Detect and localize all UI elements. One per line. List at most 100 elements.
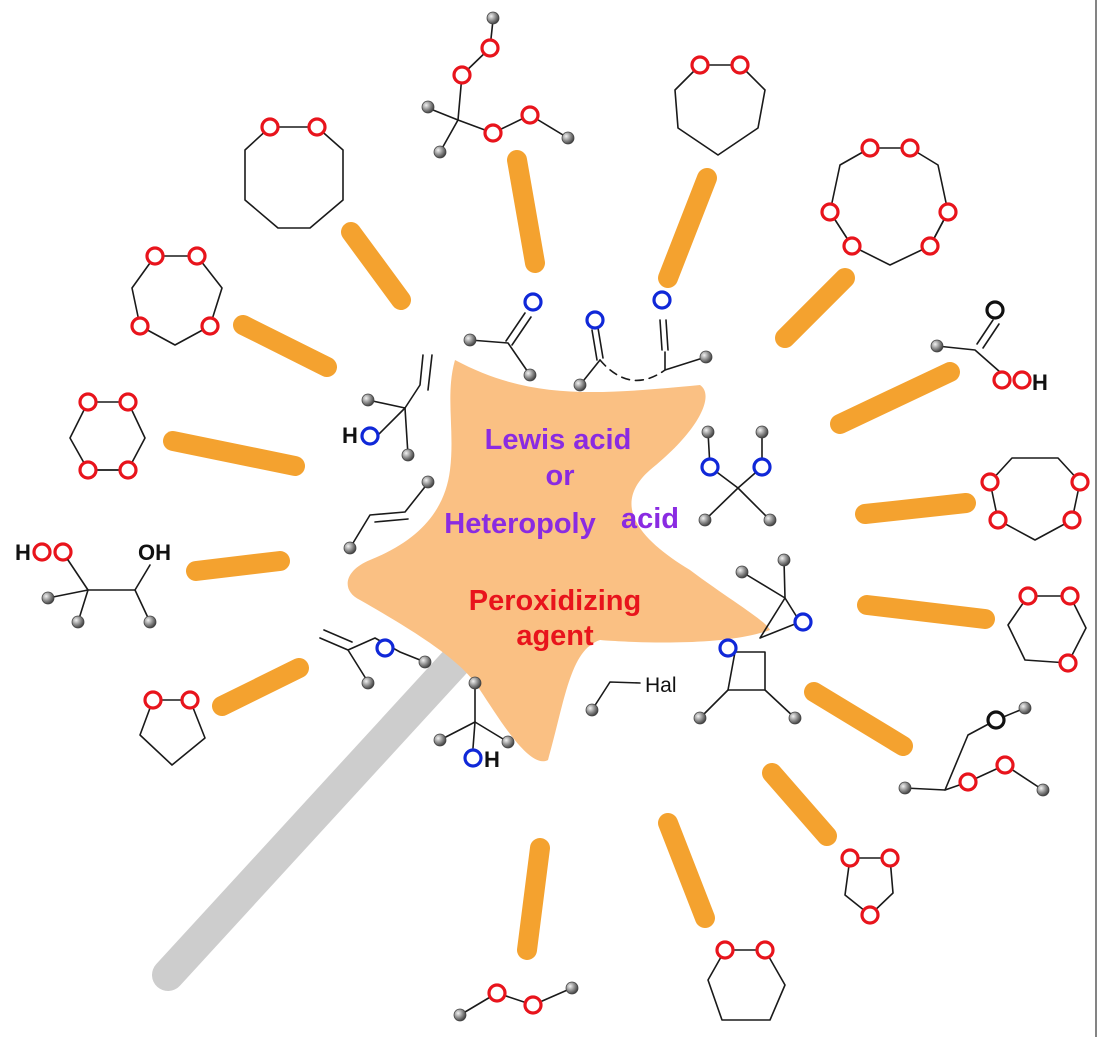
- dioxane-ring: [707, 940, 786, 1021]
- dioxocane-ring: [244, 117, 344, 229]
- hydroxyl-oxygen: [360, 426, 380, 446]
- peroxide-oxygen: [988, 510, 1008, 530]
- halogen-label: Hal: [645, 674, 677, 697]
- hydroxyl-label: OH: [138, 540, 171, 565]
- peroxide-oxygen: [53, 542, 73, 562]
- diketone-substrate: [573, 290, 713, 392]
- peroxide-oxygen: [145, 246, 165, 266]
- peroxide-oxygen: [900, 138, 920, 158]
- peroxide-oxygen: [32, 542, 52, 562]
- reagent-label-line2: agent: [516, 620, 594, 652]
- peroxide-oxygen: [880, 848, 900, 868]
- peroxide-oxygen: [755, 940, 775, 960]
- carbon-atom: [693, 711, 707, 725]
- wand-handle: [152, 632, 484, 991]
- peroxide-oxygen: [180, 690, 200, 710]
- ether-oxygen: [986, 710, 1006, 730]
- tetraoxepane-ring-left: [130, 246, 223, 346]
- peroxide-oxygen: [480, 38, 500, 58]
- ether-oxygen: [1058, 653, 1078, 673]
- catalyst-label-line3b: acid: [621, 503, 679, 535]
- peroxide-oxygen: [995, 755, 1015, 775]
- ray-5: [830, 362, 960, 434]
- carbon-atom: [930, 339, 944, 353]
- peroxide-oxygen: [483, 123, 503, 143]
- carbon-atom: [71, 615, 85, 629]
- peroxide-oxygen: [118, 460, 138, 480]
- peroxide-oxygen: [938, 202, 958, 222]
- carbon-atom: [143, 615, 157, 629]
- alkene-substrate: [343, 475, 435, 555]
- carbon-atom: [433, 145, 447, 159]
- catalyst-label-line1: Lewis acid: [485, 424, 632, 456]
- carbon-atom: [418, 655, 432, 669]
- ray-3: [658, 168, 717, 288]
- carbon-atom: [361, 393, 375, 407]
- peroxide-oxygen: [520, 105, 540, 125]
- carbon-atom: [41, 591, 55, 605]
- carbon-atom: [433, 733, 447, 747]
- ray-15: [233, 315, 337, 377]
- ray-13: [186, 551, 290, 581]
- ether-oxygen: [752, 457, 772, 477]
- hydroxyl-hydrogen-label: H: [1032, 370, 1048, 395]
- ray-11: [517, 838, 550, 960]
- ray-4: [775, 268, 855, 348]
- peroxide-oxygen: [730, 55, 750, 75]
- peroxide-oxygen: [980, 472, 1000, 492]
- carbon-atom: [565, 981, 579, 995]
- carbon-atom: [585, 703, 599, 717]
- peroxide-oxygen: [1070, 472, 1090, 492]
- carbonyl-oxygen: [523, 292, 543, 312]
- carbon-atom: [486, 11, 500, 25]
- carbon-atom: [463, 333, 477, 347]
- carbonyl-oxygen: [985, 300, 1005, 320]
- tetraoxane-ring: [69, 392, 146, 480]
- tertiary-alcohol-hydrogen-bottom: H: [484, 747, 500, 772]
- carbon-atom: [1036, 783, 1050, 797]
- carbonyl-oxygen: [652, 290, 672, 310]
- peroxide-oxygen: [1062, 510, 1082, 530]
- peroxide-oxygen: [690, 55, 710, 75]
- peroxide-oxygen: [920, 236, 940, 256]
- dioxepane-ring: [674, 55, 766, 156]
- trioxolane-ring: [840, 848, 900, 925]
- tertiary-alcohol-substrate: H: [433, 676, 515, 772]
- epoxide-substrate: [735, 553, 813, 639]
- carbon-atom: [501, 735, 515, 749]
- peroxide-oxygen: [715, 940, 735, 960]
- ether-oxygen: [700, 457, 720, 477]
- peroxide-oxygen: [487, 983, 507, 1003]
- tetraoxepane-ring: [980, 457, 1090, 541]
- peroxide-oxygen: [78, 392, 98, 412]
- oxetane-oxygen: [718, 638, 738, 658]
- carbon-atom: [698, 513, 712, 527]
- ray-8: [804, 682, 913, 756]
- carbon-atom: [343, 541, 357, 555]
- peroxide-oxygen: [1060, 586, 1080, 606]
- ray-1: [341, 222, 411, 310]
- rays: [163, 150, 995, 960]
- carbon-atom: [401, 448, 415, 462]
- peroxide-oxygen: [143, 690, 163, 710]
- ray-9: [762, 763, 837, 846]
- alkoxy-peroxide: [898, 701, 1050, 797]
- peroxide-oxygen: [992, 370, 1012, 390]
- tertiary-alcohol-hydrogen: H: [342, 423, 358, 448]
- trioxane-ring: [1007, 586, 1087, 673]
- gem-diperoxide: [421, 11, 575, 159]
- carbon-atom: [561, 131, 575, 145]
- ether-oxygen: [130, 316, 150, 336]
- ketone-substrate: [463, 292, 543, 382]
- ray-10: [658, 813, 715, 928]
- ray-6: [855, 493, 976, 524]
- catalyst-label-line3a: Heteropoly: [444, 508, 595, 540]
- peroxide-oxygen: [1018, 586, 1038, 606]
- ray-7: [857, 595, 995, 629]
- tetraperoxide-macrocycle: [820, 138, 958, 266]
- carbon-atom: [699, 350, 713, 364]
- peroxide-oxygen: [307, 117, 327, 137]
- peroxide-oxygen: [840, 848, 860, 868]
- peracid: H: [930, 300, 1048, 395]
